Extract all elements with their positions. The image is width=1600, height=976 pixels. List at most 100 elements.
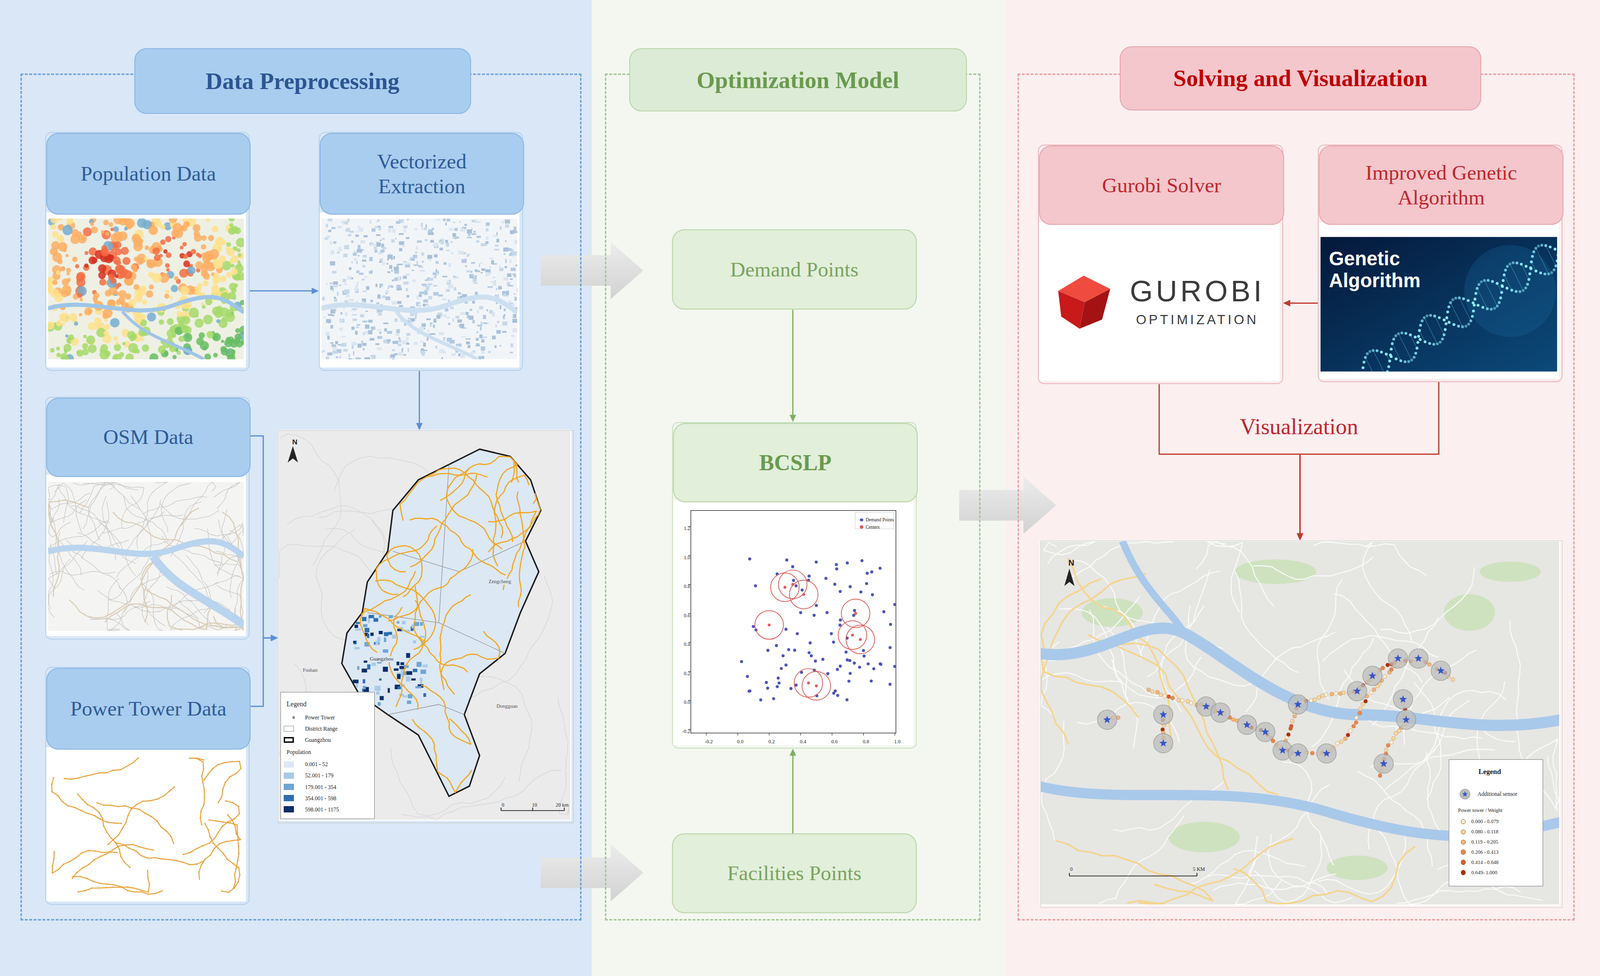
art-rect — [400, 661, 405, 665]
art-rect — [458, 250, 464, 255]
art-polyline — [203, 761, 241, 803]
art-rect — [405, 336, 409, 341]
art-circle — [1394, 357, 1398, 361]
art-circle — [86, 335, 95, 345]
demand-point — [800, 588, 804, 592]
demand-point — [784, 627, 788, 631]
art-rect — [443, 262, 447, 265]
art-polyline — [1189, 850, 1306, 884]
art-rect — [354, 646, 360, 650]
art-circle — [180, 286, 190, 296]
art-rect — [322, 350, 326, 352]
art-rect — [335, 341, 339, 345]
art-rect — [420, 222, 423, 227]
art-rect — [325, 356, 329, 360]
demand-point — [829, 632, 833, 636]
art-rect — [479, 306, 484, 310]
art-polyline — [213, 482, 240, 509]
art-rect — [363, 275, 367, 278]
art-rect — [376, 302, 380, 305]
art-circle — [194, 318, 204, 328]
art-polyline — [72, 876, 163, 894]
art-circle — [1418, 337, 1422, 341]
art-rect — [425, 286, 430, 291]
art-circle — [61, 322, 65, 326]
art-rect — [327, 313, 333, 316]
art-circle — [1375, 349, 1379, 353]
art-circle — [65, 334, 69, 338]
art-polyline — [57, 486, 110, 524]
art-rect — [352, 252, 357, 256]
art-ellipse — [1479, 561, 1542, 582]
art-circle — [1389, 355, 1393, 359]
art-circle — [73, 321, 79, 327]
art-rect — [345, 296, 348, 298]
art-rect — [454, 227, 458, 231]
art-rect — [423, 299, 429, 303]
art-circle — [1440, 337, 1444, 341]
demand-point — [751, 624, 755, 628]
art-rect — [504, 266, 508, 269]
art-rect — [496, 320, 500, 323]
art-rect — [329, 261, 336, 266]
art-rect — [387, 342, 390, 344]
art-rect — [435, 269, 437, 273]
art-rect — [430, 322, 433, 327]
art-rect — [329, 241, 332, 245]
art-line — [768, 732, 770, 736]
art-line — [1509, 263, 1524, 291]
art-rect — [425, 304, 430, 307]
art-rect — [362, 259, 367, 262]
art-rect — [410, 318, 416, 322]
art-rect — [375, 343, 380, 346]
art-rect — [353, 640, 357, 644]
art-rect — [421, 283, 427, 286]
demand-point — [814, 603, 818, 607]
demand-point — [765, 686, 769, 690]
art-rect — [363, 235, 368, 238]
art-rect — [461, 336, 466, 338]
art-circle — [178, 335, 185, 343]
art-polyline — [96, 802, 174, 843]
art-rect — [453, 221, 456, 224]
art-rect — [490, 281, 496, 284]
art-rect — [377, 701, 381, 706]
card-body — [45, 474, 246, 636]
art-rect — [430, 333, 436, 335]
art-polyline — [1396, 886, 1521, 903]
art-rect — [450, 252, 454, 255]
art-circle — [1389, 347, 1393, 351]
coverage-circle — [794, 668, 823, 698]
art-rect — [391, 286, 394, 288]
art-rect — [498, 286, 502, 290]
art-rect — [390, 354, 396, 358]
art-circle — [197, 254, 202, 259]
art-rect — [327, 335, 330, 340]
art-circle — [104, 324, 110, 330]
art-rect — [412, 639, 417, 643]
art-rect — [337, 225, 343, 229]
coverage-circle — [778, 569, 808, 599]
art-rect — [504, 313, 506, 317]
art-rect — [392, 348, 395, 352]
art-rect — [352, 308, 358, 310]
art-line — [1472, 302, 1474, 306]
art-rect — [399, 233, 404, 236]
art-rect — [378, 630, 383, 635]
art-rect — [356, 260, 358, 264]
art-polyline — [204, 823, 240, 892]
art-rect — [368, 614, 374, 619]
art-circle — [149, 353, 159, 360]
art-circle — [1472, 309, 1475, 313]
art-circle — [213, 352, 218, 358]
art-polyline — [1313, 542, 1427, 576]
art-rect — [370, 354, 376, 358]
art-rect — [338, 246, 342, 252]
art-rect — [424, 238, 428, 242]
art-rect — [393, 255, 396, 259]
art-rect — [426, 318, 431, 321]
art-rect — [494, 248, 500, 251]
art-rect — [326, 235, 331, 239]
art-polyline — [1098, 815, 1185, 904]
art-rect — [495, 287, 498, 291]
